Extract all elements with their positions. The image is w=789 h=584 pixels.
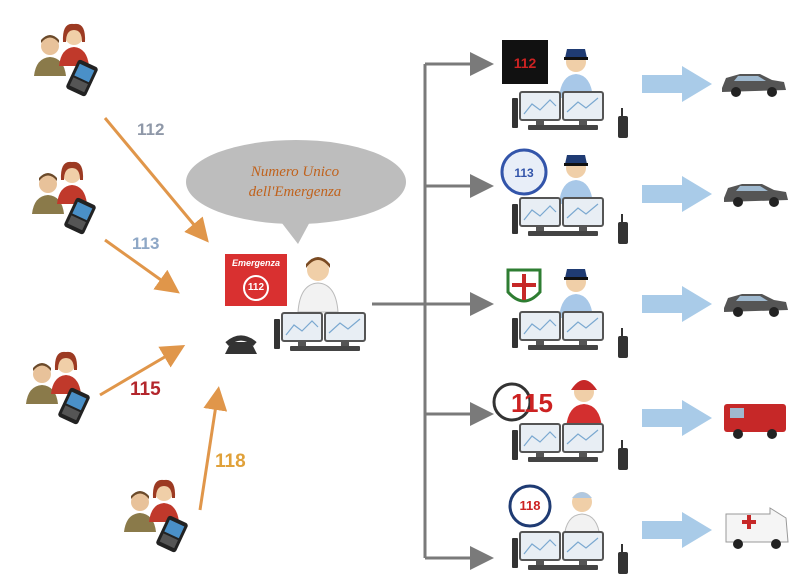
- bubble-line-1: Numero Unico: [250, 164, 340, 180]
- svg-text:118: 118: [520, 498, 541, 513]
- firefighter-icon: [566, 380, 602, 428]
- bubble-line-2: dell'Emergenza: [248, 184, 342, 200]
- caller-arrow-112: [103, 117, 209, 243]
- caller-number-118: 118: [215, 451, 246, 472]
- svg-text:115: 115: [511, 388, 553, 418]
- svg-text:113: 113: [514, 166, 534, 180]
- emergency-badge-label: Emergenza: [231, 258, 281, 268]
- dispatch-row-carabinieri: 112: [502, 40, 786, 138]
- carabinieri-logo-icon: [502, 40, 548, 84]
- emergency-badge: [225, 254, 287, 306]
- carabinieri-car-icon: [722, 74, 786, 97]
- caller-number-113: 113: [132, 234, 160, 253]
- dispatch-row-vigili-del-fuoco: 115: [492, 380, 786, 470]
- local-police-car-icon: [724, 294, 788, 317]
- caller-arrow-113: [104, 238, 180, 294]
- speech-bubble: [186, 140, 406, 244]
- dispatch-network: [372, 52, 494, 570]
- caller-number-115: 115: [130, 379, 161, 400]
- caller-group-113: [32, 161, 97, 236]
- caller-number-112: 112: [137, 120, 165, 139]
- operator-icon: [297, 257, 339, 313]
- fire-dial-icon: [492, 382, 532, 422]
- dispatch-row-polizia-locale: [506, 268, 788, 358]
- caller-group-115: [26, 351, 91, 426]
- dispatch-row-polizia: 113: [500, 148, 788, 244]
- desk-phone-icon: [225, 335, 257, 354]
- fire-truck-icon: [724, 404, 786, 439]
- central-monitors: [273, 312, 366, 352]
- ambulance-icon: [725, 507, 789, 549]
- central-operator-station: [225, 254, 366, 354]
- caller-group-112: [34, 23, 99, 98]
- polizia-logo-icon: [500, 148, 548, 196]
- dispatch-row-emergenza-sanitaria: 118: [508, 484, 789, 574]
- emergency-badge-number: 112: [247, 282, 265, 293]
- police-car-icon: [724, 184, 788, 207]
- caller-arrow-118: [198, 386, 228, 511]
- svg-text:112: 112: [514, 55, 537, 71]
- caller-group-118: [124, 479, 189, 554]
- caller-arrow-115: [99, 344, 186, 397]
- ambulance-service-logo-icon: [508, 484, 552, 528]
- bubble-title: Numero Unico dell'Emergenza: [215, 162, 375, 202]
